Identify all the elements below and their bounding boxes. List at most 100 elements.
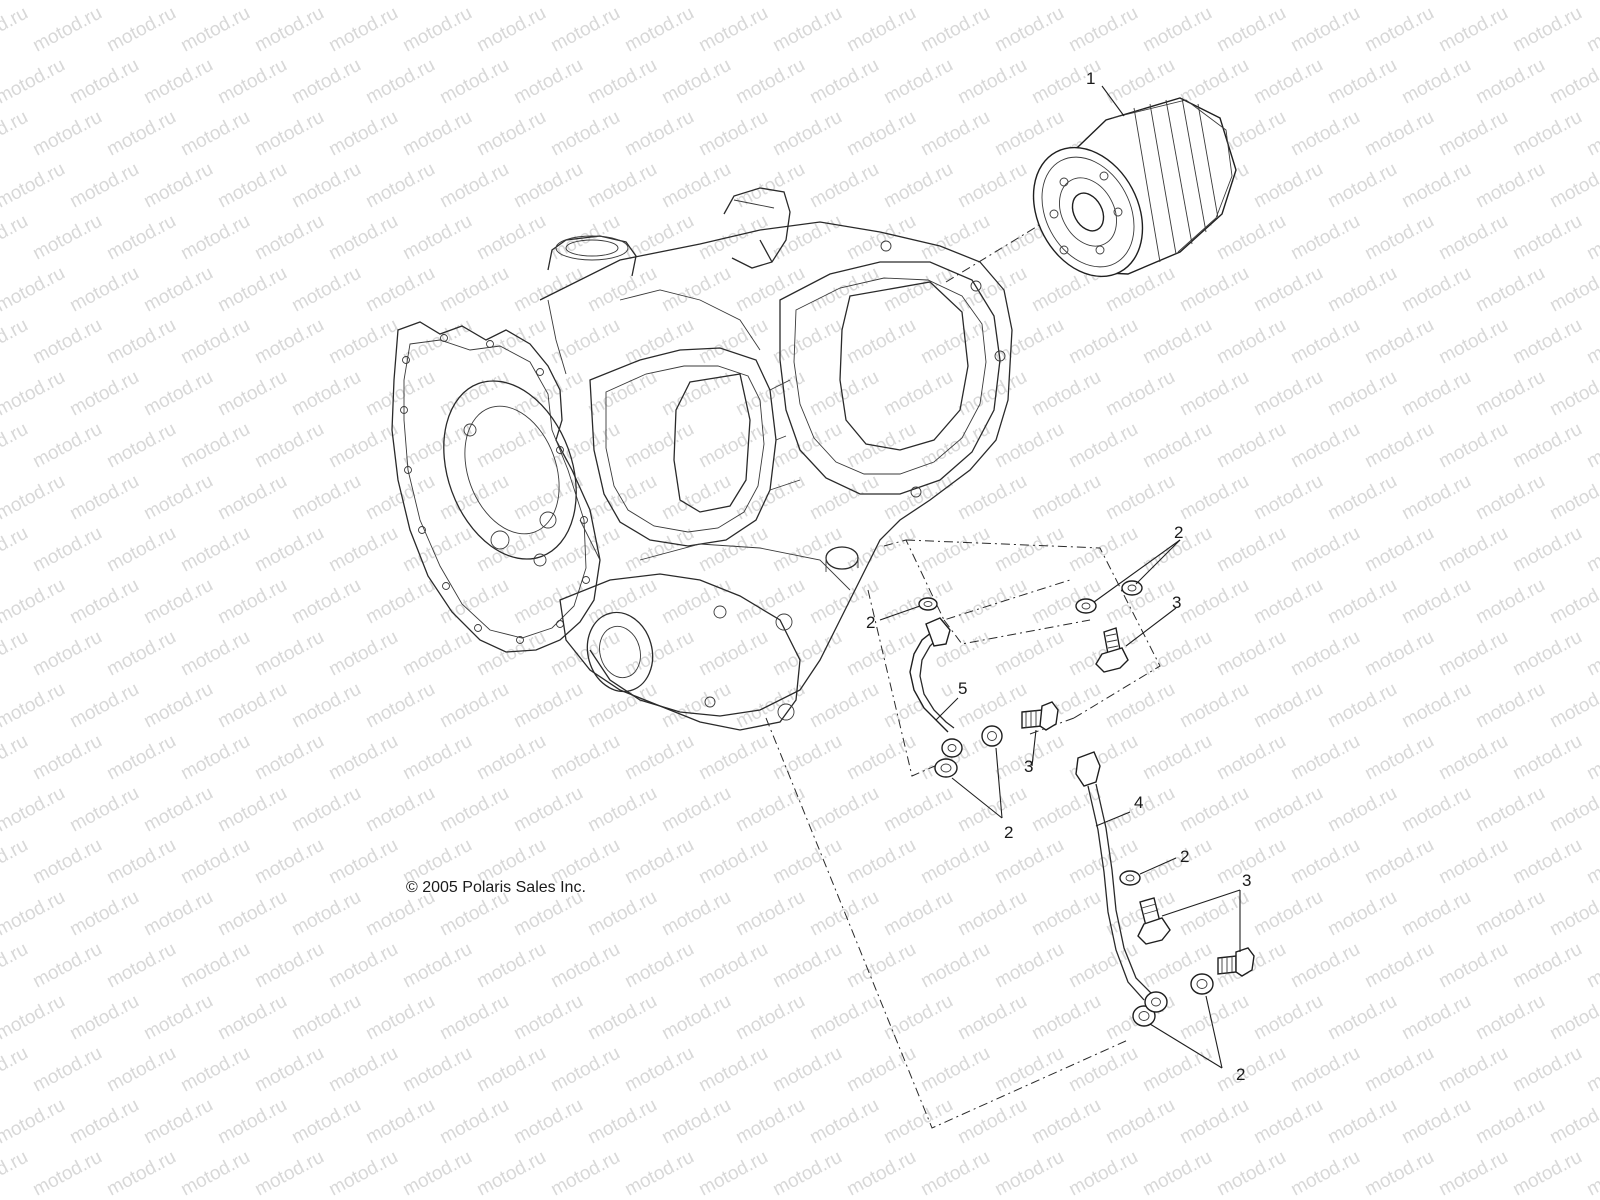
watermark-text: motod.ru [66,471,142,525]
watermark-text: motod.ru [658,263,734,317]
watermark-text: motod.ru [0,835,32,889]
callout-2-upper-left: 2 [866,613,875,632]
callout-labels: 1 2 2 2 2 2 3 3 3 4 5 [866,69,1251,1084]
washer-lower-line-top[interactable] [1119,870,1141,886]
watermark-text: motod.ru [436,0,512,4]
oil-line-upper[interactable] [909,617,963,758]
watermark-text: motod.ru [214,263,290,317]
watermark-text: motod.ru [29,419,105,473]
watermark-text: motod.ru [362,1095,438,1149]
watermark-text: motod.ru [769,107,845,161]
watermark-text: motod.ru [1324,679,1400,733]
watermark-text: motod.ru [325,1043,401,1097]
watermark-text: motod.ru [177,1043,253,1097]
watermark-text: motod.ru [1398,471,1474,525]
watermark-text: motod.ru [806,991,882,1045]
watermark-text: motod.ru [1509,107,1585,161]
watermark-text: motod.ru [1250,887,1326,941]
watermark-text: motod.ru [1250,991,1326,1045]
watermark-text: motod.ru [325,315,401,369]
watermark-text: motod.ru [584,1095,660,1149]
watermark-text: motod.ru [1176,1095,1252,1149]
banjo-bolt-upper-centre[interactable] [1021,701,1059,731]
watermark-text: motod.ru [1287,835,1363,889]
watermark-text: motod.ru [695,419,771,473]
watermark-text: motod.ru [658,55,734,109]
watermark-text: motod.ru [1287,627,1363,681]
watermark-text: motod.ru [1546,471,1600,525]
watermark-text: motod.ru [1583,523,1600,577]
watermark-text: motod.ru [584,263,660,317]
watermark-text: motod.ru [103,419,179,473]
watermark-text: motod.ru [0,159,69,213]
watermark-text: motod.ru [1324,159,1400,213]
washer-upper-left[interactable] [918,597,938,611]
watermark-text: motod.ru [214,367,290,421]
watermark-text: motod.ru [547,939,623,993]
watermark-text: motod.ru [0,315,32,369]
watermark-text: motod.ru [584,575,660,629]
watermark-text: motod.ru [954,159,1030,213]
watermark-text: motod.ru [695,731,771,785]
watermark-text: motod.ru [843,211,919,265]
washer-upper-right-a[interactable] [1075,598,1097,614]
banjo-bolt-upper-right[interactable] [1095,627,1129,673]
watermark-text: motod.ru [436,783,512,837]
watermark-text: motod.ru [843,315,919,369]
watermark-text: motod.ru [1509,523,1585,577]
watermark-text: motod.ru [769,835,845,889]
watermark-text: motod.ru [214,679,290,733]
watermark-text: motod.ru [473,1043,549,1097]
oil-filter[interactable] [1012,97,1237,296]
banjo-bolt-lower-a[interactable] [1137,897,1171,945]
oil-line-lower[interactable] [1075,751,1168,1013]
watermark-text: motod.ru [140,159,216,213]
washer-upper-line-b[interactable] [981,725,1003,747]
watermark-text: motod.ru [214,783,290,837]
washer-upper-line-a[interactable] [934,758,958,778]
watermark-text: motod.ru [1546,367,1600,421]
washer-lower-line-b[interactable] [1190,973,1214,995]
watermark-text: motod.ru [769,731,845,785]
watermark-text: motod.ru [29,107,105,161]
watermark-text: motod.ru [399,731,475,785]
watermark-text: motod.ru [103,627,179,681]
watermark-text: motod.ru [399,211,475,265]
banjo-bolt-lower-b[interactable] [1217,947,1255,977]
washer-upper-right-b[interactable] [1121,580,1143,596]
watermark-text: motod.ru [880,1095,956,1149]
watermark-text: motod.ru [1250,0,1326,4]
watermark-text: motod.ru [1065,315,1141,369]
watermark-text: motod.ru [806,0,882,4]
watermark-text: motod.ru [843,107,919,161]
watermark-text: motod.ru [1324,1095,1400,1149]
watermark-text: motod.ru [0,991,69,1045]
watermark-text: motod.ru [991,3,1067,57]
watermark-text: motod.ru [29,315,105,369]
watermark-text: motod.ru [214,55,290,109]
watermark-text: motod.ru [29,835,105,889]
watermark-text: motod.ru [1065,523,1141,577]
watermark-text: motod.ru [66,263,142,317]
washer-lower-line-a[interactable] [1132,1005,1156,1027]
watermark-text: motod.ru [0,107,32,161]
watermark-text: motod.ru [954,471,1030,525]
watermark-text: motod.ru [1472,367,1548,421]
watermark-text: motod.ru [362,367,438,421]
watermark-text: motod.ru [1176,887,1252,941]
watermark-text: motod.ru [325,1147,401,1200]
watermark-text: motod.ru [1435,211,1511,265]
watermark-text: motod.ru [66,887,142,941]
watermark-text: motod.ru [214,0,290,4]
callout-3-lower: 3 [1242,871,1251,890]
watermark-text: motod.ru [1435,835,1511,889]
watermark-text: motod.ru [1176,55,1252,109]
watermark-text: motod.ru [140,679,216,733]
watermark-text: motod.ru [103,107,179,161]
watermark-text: motod.ru [0,627,32,681]
watermark-text: motod.ru [917,211,993,265]
watermark-text: motod.ru [1435,315,1511,369]
watermark-text: motod.ru [436,159,512,213]
watermark-text: motod.ru [991,523,1067,577]
